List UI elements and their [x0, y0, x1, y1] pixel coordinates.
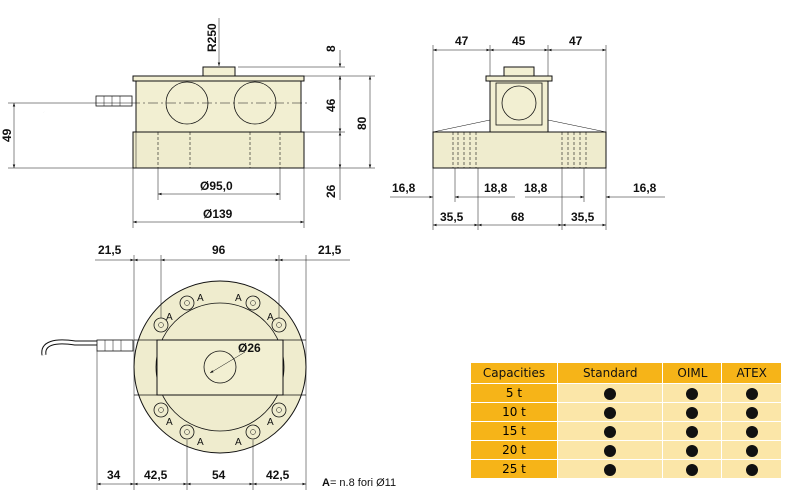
hole-note: A= n.8 fori Ø11: [322, 477, 396, 489]
filled-circle-icon: [604, 463, 617, 476]
side-bore: [501, 85, 537, 121]
side-bolt: [503, 66, 535, 77]
filled-circle-icon: [745, 463, 758, 476]
filled-circle-icon: [745, 406, 758, 419]
hole-label: A: [267, 312, 274, 323]
capacity-cell: 5 t: [471, 383, 558, 403]
hole-note-key: A: [322, 477, 330, 489]
oiml-cell: [662, 402, 723, 422]
dim-80: 80: [355, 116, 369, 130]
table-row: 10 t: [471, 402, 782, 422]
dim-42-5-left: 42,5: [144, 468, 168, 482]
dim-dia26: Ø26: [238, 341, 261, 355]
dim-96: 96: [212, 243, 226, 257]
header-oiml: OIML: [662, 363, 723, 384]
dim-34: 34: [107, 468, 121, 482]
atex-cell: [721, 440, 782, 460]
base-front: [132, 131, 305, 169]
dim-18-8-left: 18,8: [484, 181, 508, 195]
capacity-cell: 25 t: [471, 459, 558, 479]
capacity-cell: 15 t: [471, 421, 558, 441]
oiml-cell: [662, 459, 723, 479]
oiml-cell: [662, 421, 723, 441]
dim-dia95: Ø95,0: [200, 179, 233, 193]
table-row: 5 t: [471, 383, 782, 403]
filled-circle-icon: [686, 387, 699, 400]
hole-note-text: = n.8 fori Ø11: [330, 477, 396, 489]
dim-35-5-left: 35,5: [440, 210, 464, 224]
dim-21-5-right: 21,5: [318, 243, 342, 257]
filled-circle-icon: [745, 425, 758, 438]
dim-8: 8: [324, 45, 338, 52]
cable-gland-front: [95, 95, 133, 107]
hole-label: A: [166, 312, 173, 323]
top-bolt-front: [202, 66, 236, 77]
dim-35-5-right: 35,5: [571, 210, 595, 224]
capacities-table: Capacities Standard OIML ATEX 5 t 10 t 1…: [471, 363, 782, 479]
table-row: 15 t: [471, 421, 782, 441]
table-row: 25 t: [471, 459, 782, 479]
side-view: 47 45 47 16,8 18,8 18,8 16,8 35,5 68 35,…: [390, 34, 665, 230]
dim-45: 45: [512, 34, 526, 48]
filled-circle-icon: [686, 463, 699, 476]
standard-cell: [557, 383, 664, 403]
atex-cell: [721, 459, 782, 479]
dim-42-5-right: 42,5: [266, 468, 290, 482]
atex-cell: [721, 383, 782, 403]
upper-body-front: [135, 75, 302, 133]
dim-49: 49: [0, 128, 14, 142]
dim-18-8-right: 18,8: [524, 181, 548, 195]
standard-cell: [557, 440, 664, 460]
table-row: 20 t: [471, 440, 782, 460]
side-web: [489, 75, 549, 133]
filled-circle-icon: [686, 444, 699, 457]
plan-center-bar: [156, 339, 284, 396]
dim-47-left: 47: [455, 34, 469, 48]
oiml-cell: [662, 383, 723, 403]
plan-view: Ø26 A A A A A A A A 21,5 96 21,5: [41, 243, 396, 490]
dim-dia139: Ø139: [203, 207, 233, 221]
hole-label: A: [267, 417, 274, 428]
standard-cell: [557, 421, 664, 441]
filled-circle-icon: [604, 425, 617, 438]
front-view: R250 8 46 26 80 49 Ø95,0 Ø139: [0, 18, 375, 228]
capacity-cell: 20 t: [471, 440, 558, 460]
plan-center-hole: [203, 350, 237, 384]
dim-46: 46: [324, 98, 338, 112]
filled-circle-icon: [604, 406, 617, 419]
dim-54: 54: [212, 468, 226, 482]
filled-circle-icon: [604, 387, 617, 400]
header-atex: ATEX: [721, 363, 782, 384]
dim-16-8-right: 16,8: [633, 181, 657, 195]
standard-cell: [557, 402, 664, 422]
filled-circle-icon: [745, 444, 758, 457]
table-header-row: Capacities Standard OIML ATEX: [471, 363, 782, 384]
cable-gland-plan: [96, 339, 134, 352]
hole-label: A: [166, 417, 173, 428]
dim-26: 26: [324, 184, 338, 198]
dim-r250: R250: [205, 23, 219, 52]
atex-cell: [721, 421, 782, 441]
header-capacities: Capacities: [471, 363, 558, 384]
oiml-cell: [662, 440, 723, 460]
dim-16-8-left: 16,8: [392, 181, 416, 195]
hole-label: A: [197, 437, 204, 448]
hole-label: A: [235, 437, 242, 448]
hole-label: A: [197, 293, 204, 304]
dim-47-right: 47: [569, 34, 583, 48]
filled-circle-icon: [604, 444, 617, 457]
dim-21-5-left: 21,5: [98, 243, 122, 257]
hole-label: A: [235, 293, 242, 304]
filled-circle-icon: [686, 406, 699, 419]
filled-circle-icon: [686, 425, 699, 438]
header-standard: Standard: [557, 363, 664, 384]
filled-circle-icon: [745, 387, 758, 400]
side-base: [432, 131, 607, 169]
atex-cell: [721, 402, 782, 422]
standard-cell: [557, 459, 664, 479]
dim-68: 68: [511, 210, 525, 224]
capacity-cell: 10 t: [471, 402, 558, 422]
